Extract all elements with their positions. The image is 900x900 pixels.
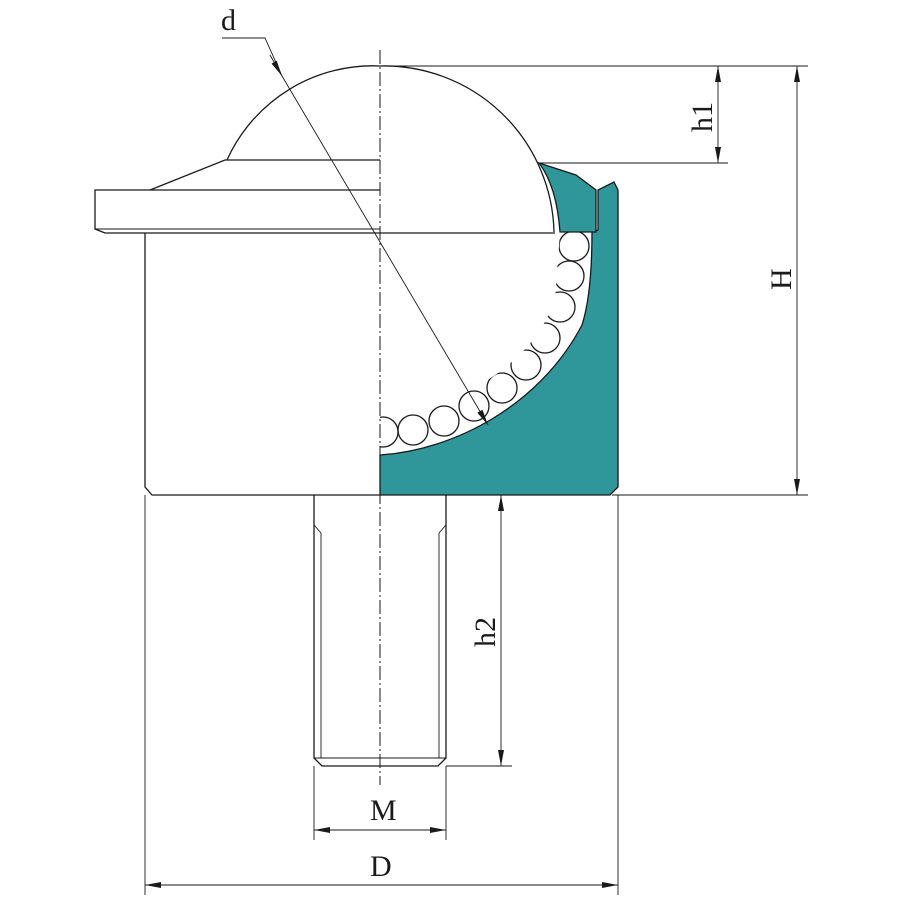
dimension-D: D (144, 495, 619, 895)
support-ball (486, 372, 518, 404)
label-H: H (765, 268, 798, 290)
support-ball (458, 390, 490, 422)
dimension-H: H (612, 66, 808, 496)
label-M: M (370, 794, 397, 827)
dimension-h1: h1 (380, 65, 808, 164)
dimension-M: M (313, 766, 447, 840)
support-ball (397, 414, 429, 446)
support-ball (544, 291, 576, 323)
support-ball (510, 349, 542, 381)
support-ball (529, 322, 561, 354)
label-h1: h1 (686, 102, 719, 132)
support-ball (553, 260, 585, 292)
label-d: d (221, 4, 236, 37)
support-ball (558, 232, 590, 262)
label-h2: h2 (469, 617, 502, 647)
housing-body (94, 159, 380, 496)
housing-section (379, 161, 619, 496)
label-D: D (370, 850, 392, 883)
main-ball (226, 65, 555, 234)
dimension-d: d (221, 4, 489, 426)
dimension-h2: h2 (446, 495, 512, 767)
support-ball (380, 416, 399, 448)
support-ball (428, 405, 460, 437)
